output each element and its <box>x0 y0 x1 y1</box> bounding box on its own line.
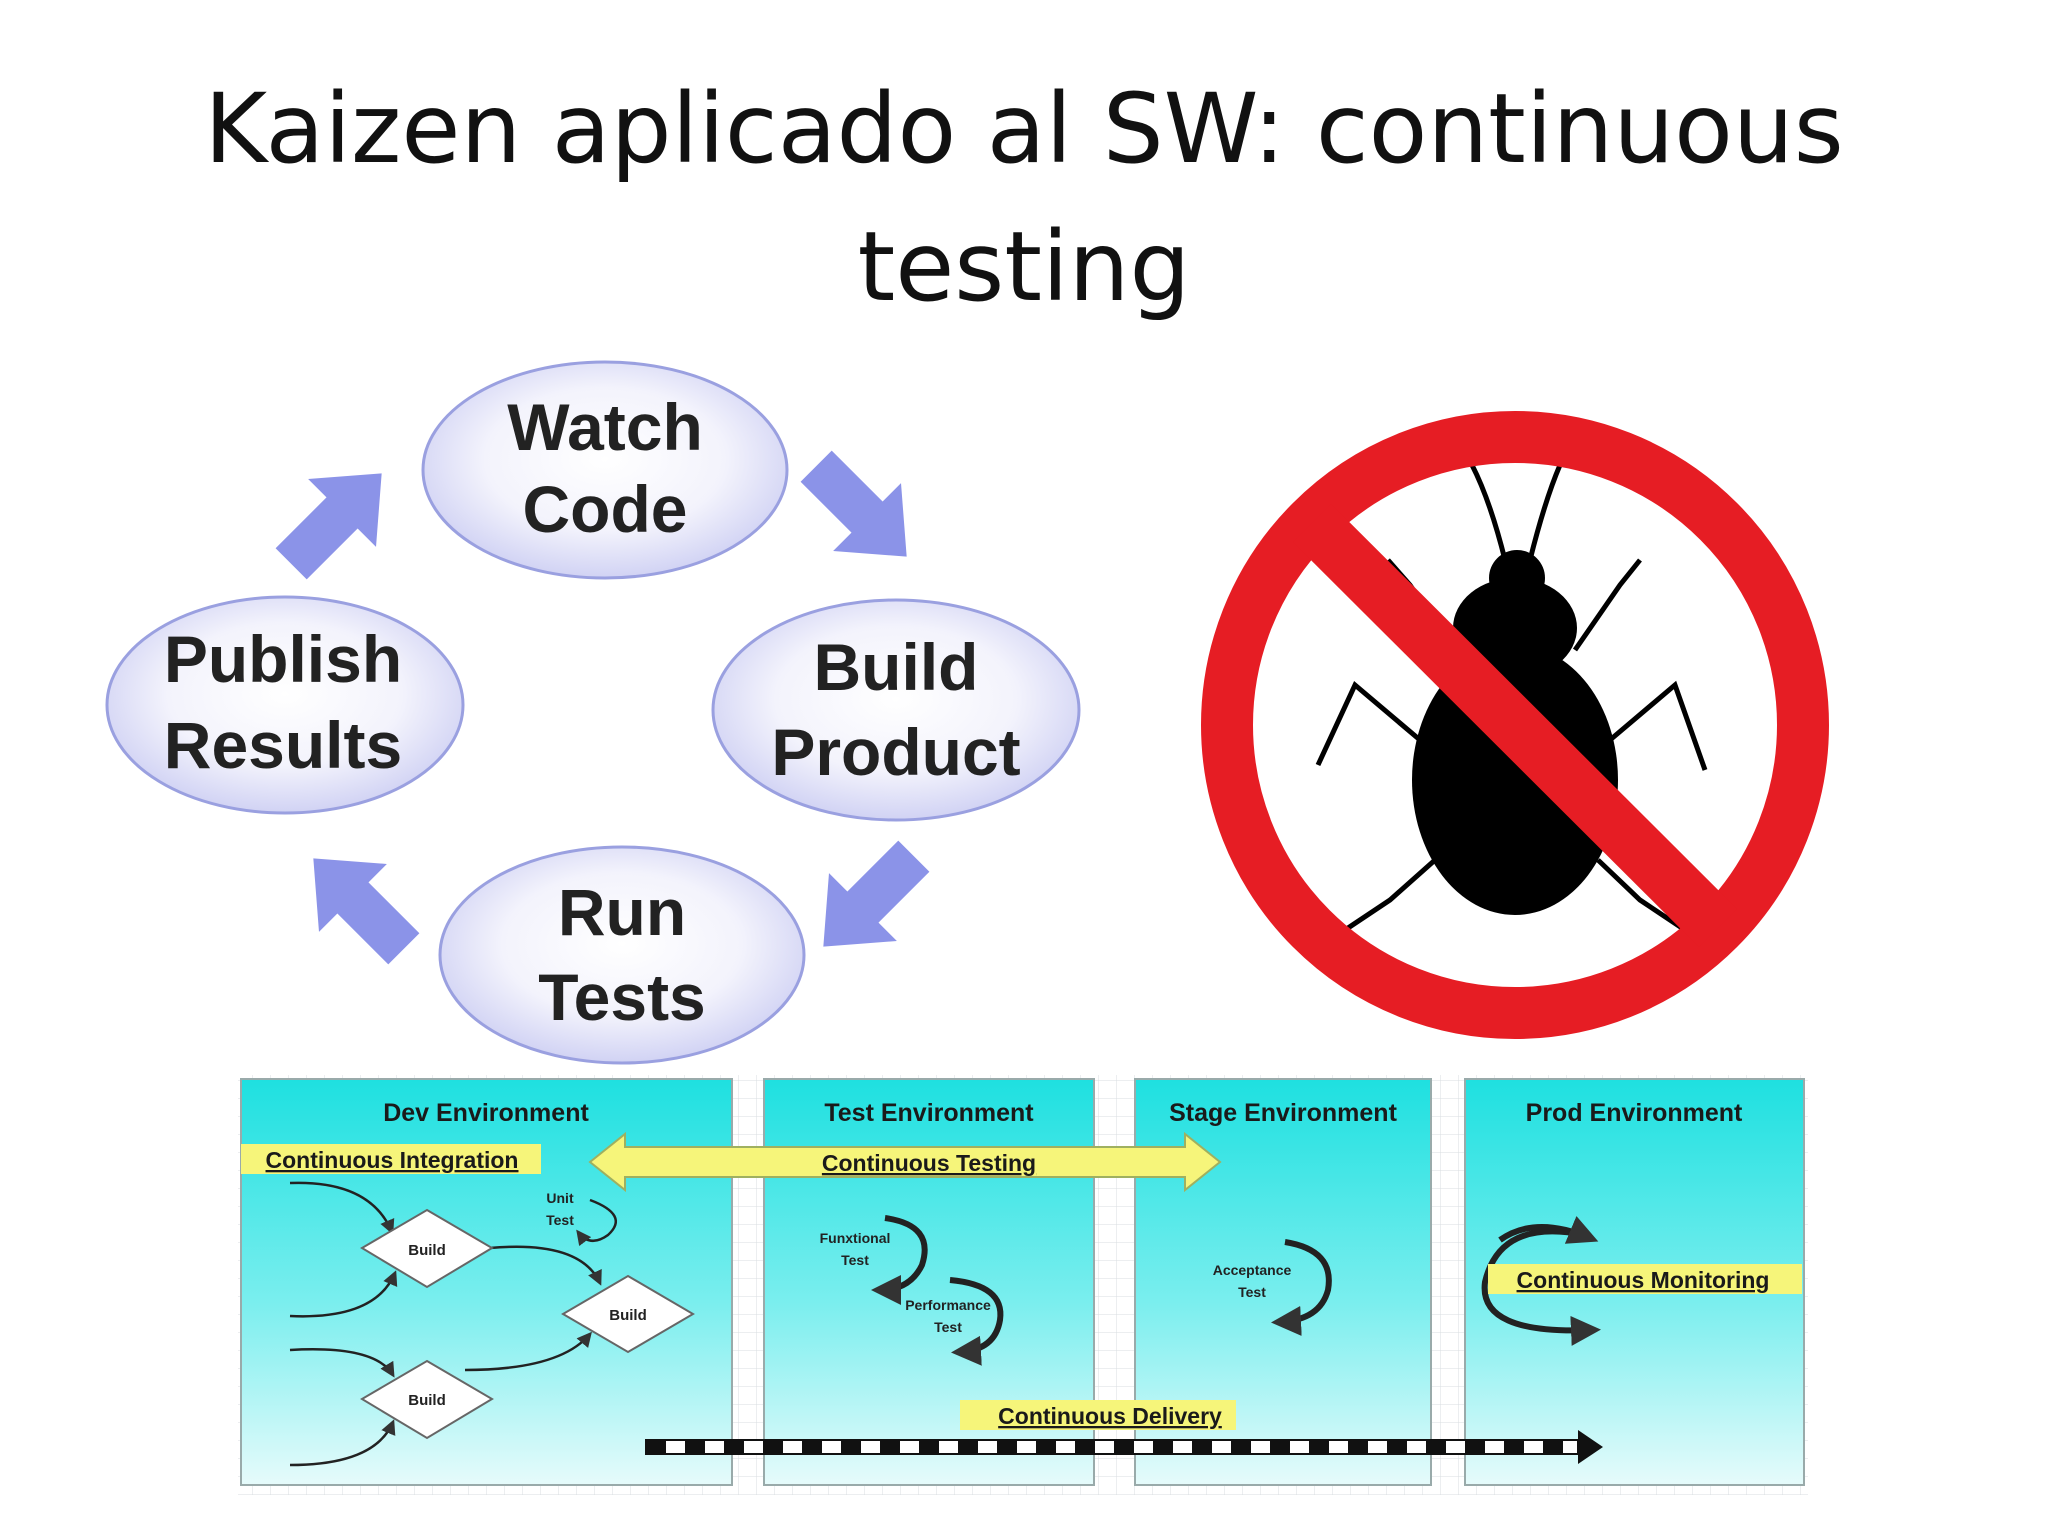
no-bug-icon <box>1200 410 1830 1039</box>
cycle-step-build-product-line2: Product <box>771 715 1020 789</box>
cycle-step-build-product: Build Product <box>711 598 1081 822</box>
dev-environment-label: Dev Environment <box>383 1099 589 1127</box>
bug-icon <box>1315 463 1708 933</box>
arrow-build-to-run <box>823 840 930 947</box>
test-environment-label: Test Environment <box>824 1099 1034 1127</box>
continuous-monitoring-highlight <box>1488 1264 1802 1294</box>
cycle-step-watch-code-line2: Code <box>523 472 688 546</box>
cycle-step-publish-results: Publish Results <box>105 595 465 815</box>
prod-environment-label: Prod Environment <box>1526 1099 1743 1127</box>
cycle-step-run-tests-line2: Tests <box>538 960 706 1034</box>
cycle-step-build-product-ellipse <box>711 598 1081 822</box>
continuous-monitoring-label: Continuous Monitoring <box>1517 1267 1770 1293</box>
delivery-track <box>645 1430 1603 1464</box>
cycle-arrows <box>275 450 930 965</box>
cycle-step-watch-code-ellipse <box>421 360 789 580</box>
performance-test-line2: Test <box>934 1319 962 1335</box>
arrow-run-to-publish <box>313 858 420 965</box>
cycle-step-watch-code-line1: Watch <box>507 390 703 464</box>
build-node-2: Build <box>561 1274 695 1354</box>
build-node-2-label: Build <box>609 1307 647 1324</box>
continuous-delivery-highlight <box>960 1400 1236 1430</box>
functional-test-line2: Test <box>841 1252 869 1268</box>
continuous-delivery-label: Continuous Delivery <box>998 1403 1222 1429</box>
acceptance-test-line2: Test <box>1238 1284 1266 1300</box>
build-node-3-label: Build <box>408 1392 446 1409</box>
cycle-step-build-product-line1: Build <box>814 630 979 704</box>
title-line-2: testing <box>857 211 1191 323</box>
continuous-testing-arrow <box>588 1131 1222 1193</box>
build-node-1: Build <box>360 1208 494 1289</box>
arrow-watch-to-build <box>800 450 907 557</box>
cycle-step-run-tests-ellipse <box>438 845 806 1065</box>
dev-environment-panel <box>240 1078 733 1486</box>
cycle-step-publish-results-line2: Results <box>164 708 402 782</box>
cycle-diagram: Watch Code Build Product Run Tests Publi… <box>105 360 1081 1065</box>
cycle-step-run-tests: Run Tests <box>438 845 806 1065</box>
arrow-publish-to-watch <box>275 473 382 580</box>
unit-test-line2: Test <box>546 1212 574 1228</box>
title-line-1: Kaizen aplicado al SW: continuous <box>204 73 1844 185</box>
build-node-1-label: Build <box>408 1242 446 1259</box>
no-sign-ring <box>1201 411 1829 1039</box>
unit-test-line1: Unit <box>546 1190 574 1206</box>
cycle-step-watch-code: Watch Code <box>421 360 789 580</box>
performance-test-line1: Performance <box>905 1297 991 1313</box>
no-sign-slash <box>1292 503 1738 948</box>
slide-title: Kaizen aplicado al SW: continuous testin… <box>0 60 2048 336</box>
continuous-integration-label: Continuous Integration <box>266 1147 519 1173</box>
stage-environment-label: Stage Environment <box>1169 1099 1397 1127</box>
functional-test-line1: Funxtional <box>820 1230 891 1246</box>
cycle-step-publish-results-line1: Publish <box>164 622 402 696</box>
build-node-3: Build <box>360 1359 494 1440</box>
cycle-step-publish-results-ellipse <box>105 595 465 815</box>
pipeline-diagram: Dev Environment Test Environment Stage E… <box>238 1075 1808 1495</box>
acceptance-test-line1: Acceptance <box>1213 1262 1292 1278</box>
continuous-integration-highlight <box>241 1144 541 1174</box>
continuous-testing-label: Continuous Testing <box>822 1150 1036 1176</box>
cycle-step-run-tests-line1: Run <box>558 875 686 949</box>
